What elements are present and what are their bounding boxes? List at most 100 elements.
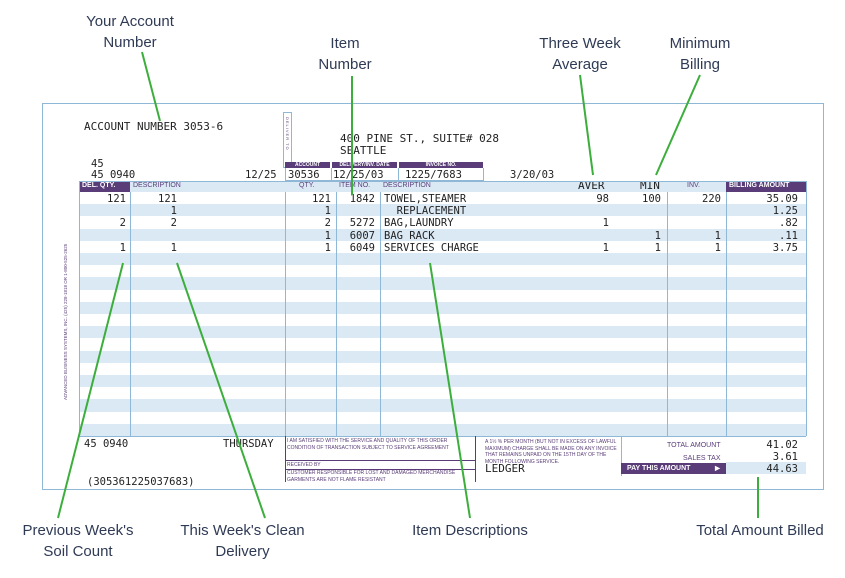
- row-min: 1: [654, 229, 661, 242]
- invoice-no-header: INVOICE NO.: [399, 162, 483, 168]
- footer-divider: [285, 460, 475, 461]
- col-header-qty: QTY.: [285, 181, 336, 192]
- table-stripe: [80, 423, 806, 436]
- table-stripe: [80, 362, 806, 375]
- table-stripe: [80, 192, 806, 205]
- row-inv: 1: [714, 229, 721, 242]
- callout-line: Total Amount Billed: [696, 522, 824, 539]
- row-qty: 1: [324, 205, 331, 218]
- table-stripe: [80, 411, 806, 424]
- row-description: SERVICES CHARGE: [384, 241, 479, 254]
- callout-account-number: Your Account Number: [60, 11, 200, 53]
- header-value-box: [285, 168, 484, 181]
- pay-label-text: PAY THIS AMOUNT: [627, 465, 691, 472]
- row-description: REPLACEMENT: [384, 205, 467, 218]
- totals-box: [621, 436, 807, 476]
- row-item-no: 1842: [349, 193, 375, 205]
- table-stripe: [80, 338, 806, 351]
- row-amount: .82: [779, 217, 798, 230]
- pay-this-amount-label: PAY THIS AMOUNT ►: [621, 463, 726, 474]
- row-description: BAG RACK: [384, 229, 435, 242]
- divider: [331, 168, 332, 180]
- row-aver: 98: [596, 193, 609, 205]
- table-stripe: [80, 314, 806, 327]
- callout-line: Average: [552, 56, 608, 73]
- table-stripe: [80, 277, 806, 290]
- callout-item-descriptions: Item Descriptions: [395, 520, 545, 541]
- ledger-label: LEDGER: [485, 462, 525, 475]
- footer-route: 45 0940: [84, 438, 129, 450]
- callout-line: Minimum: [669, 35, 731, 52]
- invoice-document: ACCOUNT NUMBER 3053-6 DELIVER TO 400 PIN…: [42, 103, 824, 490]
- account-value: 30536: [288, 169, 320, 181]
- row-amount: 3.75: [772, 241, 798, 254]
- footer-day: THURSDAY: [223, 438, 274, 450]
- account-header: ACCOUNT: [285, 162, 330, 168]
- row-qty: 1: [324, 229, 331, 242]
- col-header-del-qty: DEL. QTY.: [79, 181, 130, 192]
- table-stripe: [80, 375, 806, 388]
- table-stripe: [80, 289, 806, 302]
- callout-three-week-average: Three Week Average: [525, 33, 635, 75]
- finance-charge-statement: A 1½ % PER MONTH (BUT NOT IN EXCESS OF L…: [485, 439, 617, 465]
- callout-item-number: Item Number: [300, 33, 390, 75]
- delivery-date-header: DELIVERY/INV. DATE: [332, 162, 397, 168]
- row-clean-delivery: 1: [170, 205, 177, 218]
- callout-line: Billing: [679, 56, 721, 73]
- divider: [398, 168, 399, 180]
- row-qty: 1: [324, 241, 331, 254]
- row-min: 1: [654, 241, 661, 254]
- column-divider: [285, 192, 286, 436]
- table-stripe: [80, 301, 806, 314]
- row-item-no: 5272: [349, 217, 375, 230]
- callout-line: Item: [330, 35, 360, 52]
- address-line-1: 400 PINE ST., SUITE# 028: [340, 132, 499, 145]
- received-by-label: RECEIVED BY: [287, 462, 321, 468]
- row-clean-delivery: 1: [170, 241, 177, 254]
- column-divider: [130, 192, 131, 436]
- footer-divider: [285, 469, 475, 470]
- callout-line: Number: [103, 34, 157, 51]
- total-amount-value: 41.02: [766, 439, 798, 451]
- invoice-no-value: 1225/7683: [405, 169, 462, 181]
- table-stripe: [80, 240, 806, 253]
- table-border: [806, 181, 807, 436]
- table-stripe: [80, 350, 806, 363]
- row-inv: 1: [714, 241, 721, 254]
- table-stripe: [80, 204, 806, 217]
- callout-clean-delivery: This Week's Clean Delivery: [165, 520, 320, 562]
- row-min: 100: [642, 193, 661, 205]
- previous-date: 12/25: [245, 169, 277, 181]
- row-description: TOWEL,STEAMER: [384, 193, 467, 205]
- table-stripe: [80, 387, 806, 400]
- column-divider: [667, 192, 668, 436]
- column-divider: [336, 192, 337, 436]
- table-stripe: [80, 326, 806, 339]
- table-stripe: [80, 265, 806, 278]
- row-item-no: 6007: [349, 229, 375, 242]
- barcode-text: (305361225037683): [87, 476, 195, 488]
- printer-side-text: ADVANCED BUSINESS SYSTEMS, INC. (425) 22…: [63, 243, 68, 400]
- col-header-inv: INV.: [667, 181, 726, 192]
- table-stripe: [80, 399, 806, 412]
- row-del-qty: 121: [107, 193, 126, 205]
- callout-line: Item Descriptions: [412, 522, 528, 539]
- satisfied-statement: I AM SATISFIED WITH THE SERVICE AND QUAL…: [287, 438, 449, 451]
- callout-line: This Week's Clean: [180, 522, 305, 539]
- row-inv: 220: [702, 193, 721, 205]
- col-header-description: DESCRIPTION: [380, 181, 667, 192]
- row-amount: 1.25: [772, 205, 798, 218]
- row-aver: 1: [602, 241, 609, 254]
- deliver-to-label: DELIVER TO: [285, 117, 290, 151]
- total-amount-label: TOTAL AMOUNT: [667, 442, 721, 449]
- col-header-billing-amount: BILLING AMOUNT: [726, 181, 806, 192]
- footer-divider: [475, 436, 476, 482]
- sales-tax-label: SALES TAX: [683, 455, 721, 462]
- col-header-description-left: DESCRIPTION: [130, 181, 285, 192]
- table-stripe: [80, 228, 806, 241]
- row-amount: 35.09: [766, 193, 798, 205]
- callout-previous-week: Previous Week's Soil Count: [8, 520, 148, 562]
- pay-amount-box: [726, 462, 806, 474]
- row-description: BAG,LAUNDRY: [384, 217, 454, 230]
- row-clean-delivery: 2: [170, 217, 177, 230]
